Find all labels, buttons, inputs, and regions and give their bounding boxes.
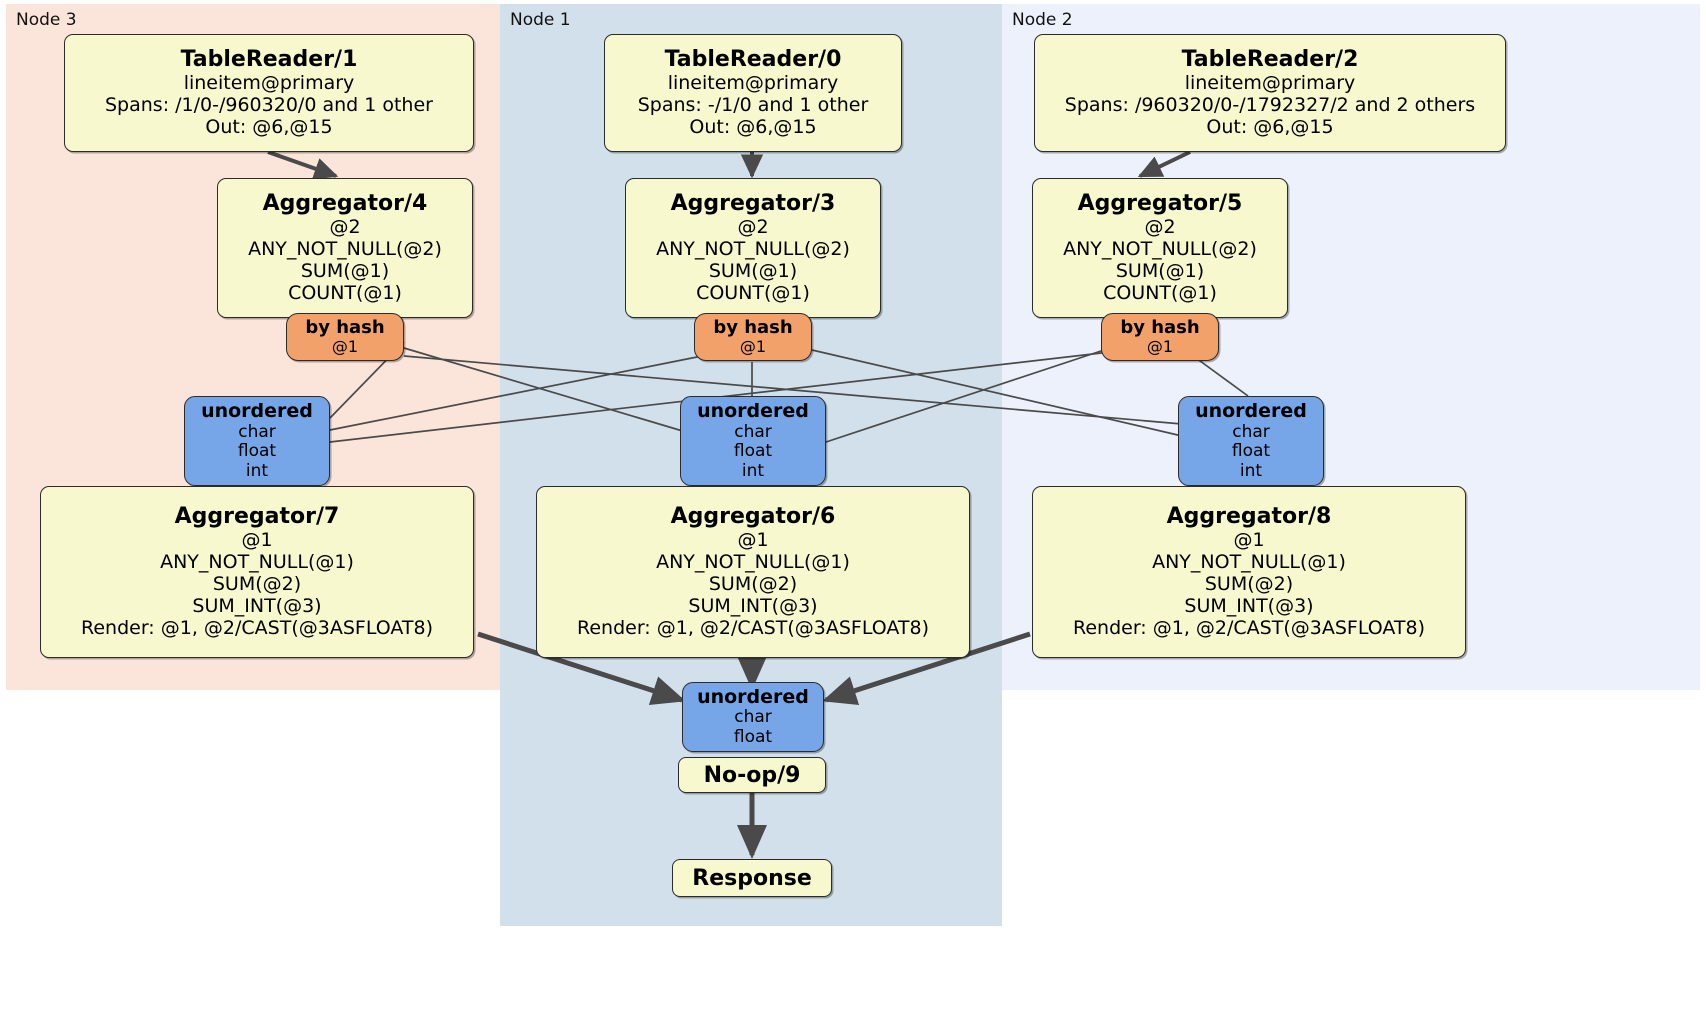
aggregator-title: Aggregator/5: [1077, 190, 1243, 216]
table-reader-title: TableReader/0: [664, 46, 842, 72]
table-reader-title: TableReader/1: [180, 46, 358, 72]
router-type: float: [733, 726, 773, 747]
unordered-router-node[interactable]: unordered char float int: [1178, 396, 1324, 486]
aggregator-func: ANY_NOT_NULL(@2): [248, 238, 442, 261]
aggregator-func: SUM(@2): [212, 573, 302, 596]
table-reader-box[interactable]: TableReader/2 lineitem@primary Spans: /9…: [1034, 34, 1506, 152]
aggregator-func: ANY_NOT_NULL(@2): [656, 238, 850, 261]
aggregator-func: ANY_NOT_NULL(@1): [1152, 551, 1346, 574]
aggregator-func: ANY_NOT_NULL(@1): [656, 551, 850, 574]
aggregator-render: Render: @1, @2/CAST(@3ASFLOAT8): [1073, 617, 1425, 640]
table-reader-out: Out: @6,@15: [1206, 116, 1334, 139]
table-reader-spans: Spans: /960320/0-/1792327/2 and 2 others: [1064, 94, 1476, 117]
table-reader-table: lineitem@primary: [183, 72, 355, 95]
aggregator-box[interactable]: Aggregator/4 @2 ANY_NOT_NULL(@2) SUM(@1)…: [217, 178, 473, 318]
router-type: char: [1232, 421, 1270, 442]
aggregator-group: @2: [329, 216, 361, 239]
router-title: unordered: [1195, 400, 1307, 423]
aggregator-group: @1: [1233, 529, 1265, 552]
aggregator-func: COUNT(@1): [696, 282, 810, 305]
final-unordered-router-node[interactable]: unordered char float: [682, 682, 824, 752]
aggregator-group: @2: [1144, 216, 1176, 239]
router-title: unordered: [201, 400, 313, 423]
table-reader-title: TableReader/2: [1181, 46, 1359, 72]
router-title: unordered: [697, 400, 809, 423]
router-type: int: [1239, 460, 1263, 481]
unordered-router-node[interactable]: unordered char float int: [184, 396, 330, 486]
aggregator-func: SUM(@2): [708, 573, 798, 596]
aggregator-title: Aggregator/4: [262, 190, 428, 216]
table-reader-spans: Spans: -/1/0 and 1 other: [637, 94, 869, 117]
hash-router-column: @1: [331, 337, 359, 357]
unordered-router-node[interactable]: unordered char float int: [680, 396, 826, 486]
aggregator-func: SUM_INT(@3): [688, 595, 818, 618]
aggregator-render: Render: @1, @2/CAST(@3ASFLOAT8): [577, 617, 929, 640]
aggregator-func: SUM(@1): [708, 260, 798, 283]
table-reader-out: Out: @6,@15: [205, 116, 333, 139]
hash-router-node[interactable]: by hash @1: [1101, 313, 1219, 361]
aggregator-title: Aggregator/7: [174, 503, 340, 529]
hash-router-title: by hash: [305, 317, 385, 339]
aggregator-func: ANY_NOT_NULL(@2): [1063, 238, 1257, 261]
table-reader-table: lineitem@primary: [1184, 72, 1356, 95]
router-type: int: [741, 460, 765, 481]
noop-title: No-op/9: [703, 762, 801, 788]
noop-box[interactable]: No-op/9: [678, 757, 826, 793]
aggregator-group: @2: [737, 216, 769, 239]
aggregator-func: SUM_INT(@3): [1184, 595, 1314, 618]
hash-router-column: @1: [1146, 337, 1174, 357]
aggregator-group: @1: [241, 529, 273, 552]
aggregator-group: @1: [737, 529, 769, 552]
router-type: char: [238, 421, 276, 442]
router-type: int: [245, 460, 269, 481]
aggregator-func: COUNT(@1): [288, 282, 402, 305]
response-box[interactable]: Response: [672, 859, 832, 897]
aggregator-func: ANY_NOT_NULL(@1): [160, 551, 354, 574]
aggregator-func: SUM(@1): [1115, 260, 1205, 283]
aggregator-box[interactable]: Aggregator/5 @2 ANY_NOT_NULL(@2) SUM(@1)…: [1032, 178, 1288, 318]
hash-router-node[interactable]: by hash @1: [694, 313, 812, 361]
table-reader-table: lineitem@primary: [667, 72, 839, 95]
aggregator-func: COUNT(@1): [1103, 282, 1217, 305]
node-panel-label: Node 3: [16, 10, 77, 30]
router-type: float: [237, 441, 277, 462]
router-type: char: [734, 707, 772, 728]
response-title: Response: [692, 865, 812, 891]
aggregator-func: SUM(@2): [1204, 573, 1294, 596]
node-panel-label: Node 2: [1012, 10, 1073, 30]
aggregator-func: SUM(@1): [300, 260, 390, 283]
hash-router-node[interactable]: by hash @1: [286, 313, 404, 361]
node-panel-label: Node 1: [510, 10, 571, 30]
aggregator-func: SUM_INT(@3): [192, 595, 322, 618]
table-reader-out: Out: @6,@15: [689, 116, 817, 139]
aggregator-box[interactable]: Aggregator/6 @1 ANY_NOT_NULL(@1) SUM(@2)…: [536, 486, 970, 658]
table-reader-box[interactable]: TableReader/1 lineitem@primary Spans: /1…: [64, 34, 474, 152]
aggregator-box[interactable]: Aggregator/7 @1 ANY_NOT_NULL(@1) SUM(@2)…: [40, 486, 474, 658]
aggregator-box[interactable]: Aggregator/3 @2 ANY_NOT_NULL(@2) SUM(@1)…: [625, 178, 881, 318]
router-type: char: [734, 421, 772, 442]
hash-router-title: by hash: [713, 317, 793, 339]
router-type: float: [1231, 441, 1271, 462]
router-type: float: [733, 441, 773, 462]
aggregator-render: Render: @1, @2/CAST(@3ASFLOAT8): [81, 617, 433, 640]
table-reader-box[interactable]: TableReader/0 lineitem@primary Spans: -/…: [604, 34, 902, 152]
hash-router-column: @1: [739, 337, 767, 357]
hash-router-title: by hash: [1120, 317, 1200, 339]
router-title: unordered: [697, 685, 809, 708]
aggregator-box[interactable]: Aggregator/8 @1 ANY_NOT_NULL(@1) SUM(@2)…: [1032, 486, 1466, 658]
table-reader-spans: Spans: /1/0-/960320/0 and 1 other: [105, 94, 433, 117]
aggregator-title: Aggregator/8: [1166, 503, 1332, 529]
aggregator-title: Aggregator/6: [670, 503, 836, 529]
aggregator-title: Aggregator/3: [670, 190, 836, 216]
